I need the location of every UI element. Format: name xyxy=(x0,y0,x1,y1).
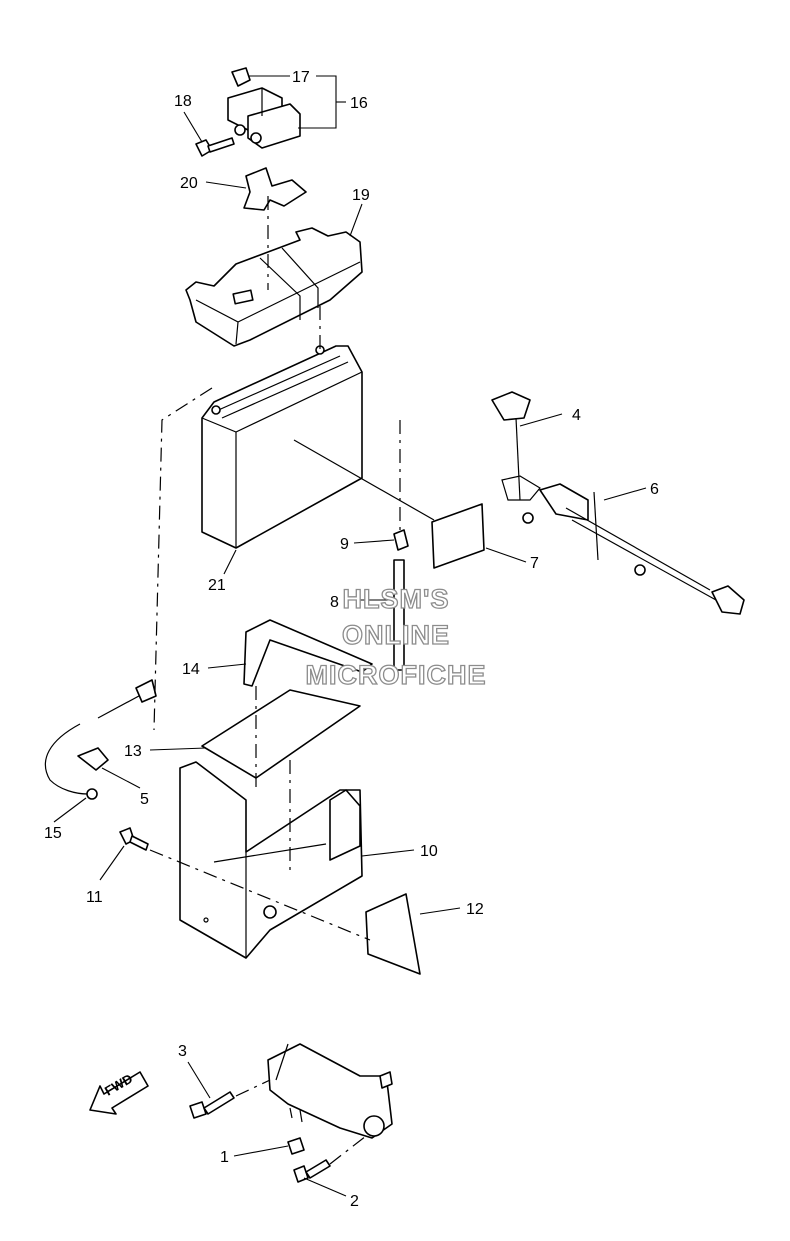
fwd-arrow: FWD xyxy=(89,1071,149,1115)
starter-motor[interactable] xyxy=(267,1043,393,1139)
sheet-12[interactable] xyxy=(365,893,421,975)
callout-12: 12 xyxy=(466,901,484,918)
callout-7: 7 xyxy=(530,555,539,572)
assembly-lines xyxy=(149,196,401,1165)
callout-11: 11 xyxy=(86,889,103,906)
callout-4: 4 xyxy=(572,407,581,424)
breather-pipe[interactable] xyxy=(393,559,405,671)
cap-9[interactable] xyxy=(393,529,409,551)
callout-6: 6 xyxy=(650,481,659,498)
bolt-3[interactable] xyxy=(189,1091,235,1119)
callout-17: 17 xyxy=(292,69,310,86)
bracket-20[interactable] xyxy=(243,167,307,211)
battery-band[interactable] xyxy=(243,619,373,687)
cable-15[interactable] xyxy=(44,679,157,800)
callout-8: 8 xyxy=(330,594,339,611)
callout-19: 19 xyxy=(352,187,370,204)
callouts: 17 16 18 20 19 4 6 9 7 21 8 14 13 5 15 1… xyxy=(44,69,659,1210)
battery[interactable] xyxy=(201,345,435,549)
battery-case[interactable] xyxy=(179,761,363,959)
callout-9: 9 xyxy=(340,536,349,553)
callout-13: 13 xyxy=(124,743,142,760)
bolt-11[interactable] xyxy=(119,827,149,851)
callout-1: 1 xyxy=(220,1149,229,1166)
cable-assembly[interactable] xyxy=(491,391,745,615)
callout-21: 21 xyxy=(208,577,226,594)
callout-3: 3 xyxy=(178,1043,187,1060)
clamp-5[interactable] xyxy=(77,747,109,771)
leader-lines xyxy=(53,75,647,1197)
watermark: HLSM'S ONLINE MICROFICHE xyxy=(305,583,487,690)
callout-2: 2 xyxy=(350,1193,359,1210)
watermark-line3: MICROFICHE xyxy=(306,660,487,690)
callout-14: 14 xyxy=(182,661,200,678)
watermark-line1: HLSM'S xyxy=(343,584,450,614)
relay-assembly[interactable] xyxy=(227,67,301,149)
sheet-7[interactable] xyxy=(431,503,485,569)
callout-15: 15 xyxy=(44,825,62,842)
callout-20: 20 xyxy=(180,175,198,192)
battery-cover[interactable] xyxy=(185,227,363,347)
callout-18: 18 xyxy=(174,93,192,110)
callout-16: 16 xyxy=(350,95,368,112)
sheet-13[interactable] xyxy=(201,689,361,779)
callout-10: 10 xyxy=(420,843,438,860)
callout-5: 5 xyxy=(140,791,149,808)
bolt-18[interactable] xyxy=(195,137,235,157)
watermark-line2: ONLINE xyxy=(342,620,450,650)
nut-1[interactable] xyxy=(287,1137,305,1155)
bolt-2[interactable] xyxy=(293,1159,331,1183)
